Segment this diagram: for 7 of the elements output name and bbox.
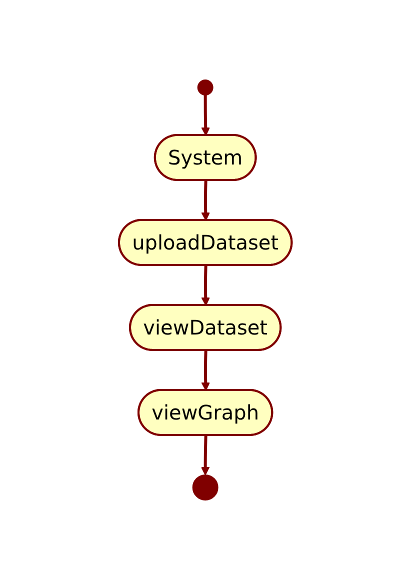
node-bullseye [192,474,218,500]
node-circle [198,80,214,96]
arrow [201,435,210,476]
arrow [201,180,210,221]
arrow [201,265,210,306]
arrow [201,95,210,136]
arrow [201,350,210,391]
